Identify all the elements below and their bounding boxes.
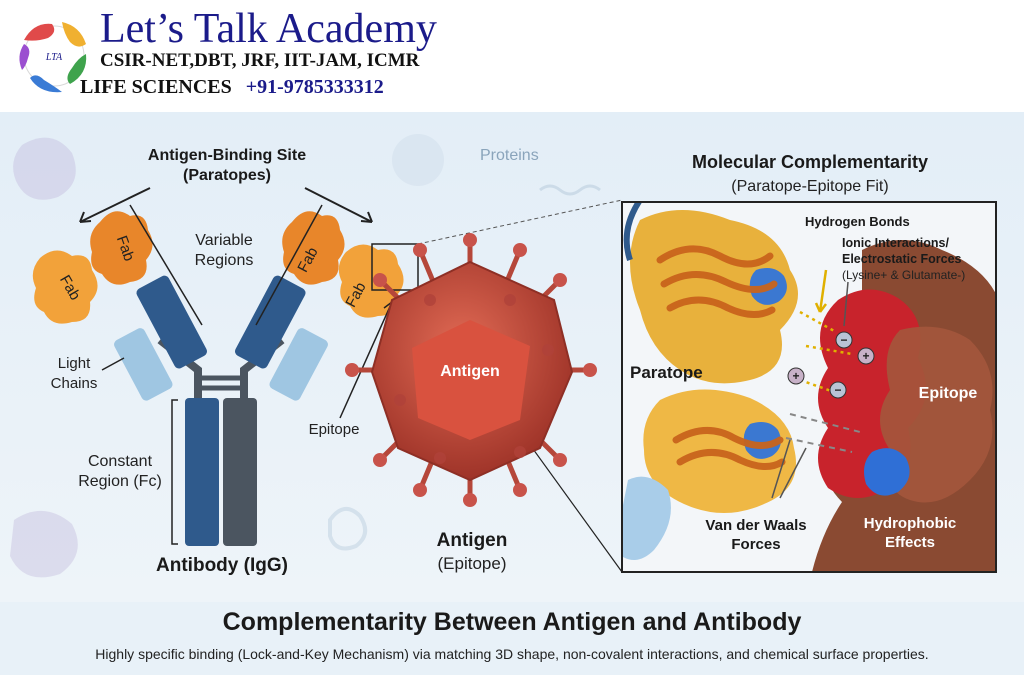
light-chains-line2: Chains <box>51 375 98 392</box>
ionic-line2: Electrostatic Forces <box>842 252 962 266</box>
constant-bracket <box>171 399 178 545</box>
vdw-lines <box>785 413 861 453</box>
heavy-chain-right <box>235 275 306 369</box>
variable-regions-line1: Variable <box>195 232 253 249</box>
academy-logo: LTA <box>19 22 87 93</box>
negative-charge-icon <box>835 331 853 349</box>
constant-region-line1: Constant <box>88 453 153 470</box>
background-cell-icon <box>13 137 76 200</box>
svg-text:+: + <box>792 369 799 383</box>
light-chain-surface <box>623 476 671 560</box>
logo-text: LTA <box>45 52 63 63</box>
beta-sheet-ribbons <box>656 245 786 470</box>
background-cells <box>10 134 601 578</box>
protein-ribbon-icon <box>328 507 368 551</box>
complementarity-inset: − + + − Hydrogen Bonds Ionic Interaction… <box>621 201 997 573</box>
hydrophobic-patch <box>864 448 910 496</box>
fc-heavy-chain-left <box>185 398 219 546</box>
hydrophobic-line2: Effects <box>885 534 935 551</box>
fc-heavy-chain-right <box>223 398 257 546</box>
antigen-label: Antigen <box>437 530 508 551</box>
fab-domain-right-lower <box>338 244 404 318</box>
academy-title: Let’s Talk Academy <box>100 6 437 52</box>
fab-domain-right-upper <box>282 211 345 285</box>
variable-regions-line2: Regions <box>195 252 254 269</box>
ionic-line3: (Lysine+ & Glutamate-) <box>842 268 965 282</box>
variable-bracket-left <box>129 204 203 326</box>
hydrogen-bond-lines <box>799 310 853 394</box>
header: LTA Let’s Talk Academy CSIR-NET,DBT, JRF… <box>0 0 1024 112</box>
light-chain-left <box>114 328 173 401</box>
svg-text:−: − <box>834 383 841 397</box>
epitope-zoom-box <box>371 243 419 291</box>
negative-charge-icon-2 <box>829 381 847 399</box>
ionic-arrow <box>843 281 849 327</box>
light-chains-line1: Light <box>58 355 91 372</box>
antigen-virus: Antigen <box>345 233 597 507</box>
phone-number[interactable]: +91-9785333312 <box>245 76 384 98</box>
hydrogen-bonds-label: Hydrogen Bonds <box>805 214 910 229</box>
proteins-label: Proteins <box>480 147 539 164</box>
epitope-inset-label: Epitope <box>919 385 978 402</box>
arrowhead-right-icon <box>360 211 373 223</box>
svg-text:+: + <box>862 349 869 363</box>
vdw-line2: Forces <box>731 536 780 553</box>
light-chains-pointer <box>101 357 125 371</box>
hydrophobic-line1: Hydrophobic <box>864 515 957 532</box>
footer-title: Complementarity Between Antigen and Anti… <box>222 608 802 636</box>
antibody-right-arm <box>235 275 328 401</box>
heavy-chain-left <box>136 275 207 369</box>
vdw-line1: Van der Waals <box>705 517 806 534</box>
constant-region-line2: Region (Fc) <box>78 473 162 490</box>
diagram-canvas: Proteins Antigen-Binding Site (Paratopes… <box>0 112 1024 602</box>
arrow-left-paratope <box>79 187 151 223</box>
antibody-left-arm <box>114 275 207 401</box>
subject-text: LIFE SCIENCES <box>80 76 232 98</box>
arrow-right-paratope <box>304 187 373 223</box>
footer-subtitle: Highly specific binding (Lock-and-Key Me… <box>95 646 929 662</box>
arrowhead-left-icon <box>79 211 92 223</box>
antigen-center-label: Antigen <box>440 363 500 380</box>
fab-domain-left-upper <box>90 211 153 285</box>
binding-site-title: Antigen-Binding Site <box>148 147 306 164</box>
antigen-sub-label: (Epitope) <box>438 554 507 573</box>
inset-subtitle: (Paratope-Epitope Fit) <box>731 178 888 195</box>
vdw-arrows <box>771 439 807 499</box>
hydrogen-arrow <box>818 269 828 313</box>
subject-contact: LIFE SCIENCES +91-9785333312 <box>80 76 384 99</box>
binding-site-sub: (Paratopes) <box>183 167 271 184</box>
hydrogen-arrowhead-icon <box>814 302 827 313</box>
epitope-pointer <box>339 301 393 419</box>
exam-list: CSIR-NET,DBT, JRF, IIT-JAM, ICMR <box>100 50 420 71</box>
ionic-line1: Ionic Interactions/ <box>842 236 949 250</box>
positive-charge-icon-2 <box>787 367 805 385</box>
variable-bracket-right <box>255 204 323 326</box>
positive-charge-icon <box>857 347 875 365</box>
epitope-label: Epitope <box>309 421 360 438</box>
protein-squiggle-icon <box>539 184 601 196</box>
fab-domain-left-lower <box>32 250 98 324</box>
background-virus-icon <box>392 134 444 186</box>
light-chain-right <box>269 328 328 401</box>
inset-title: Molecular Complementarity <box>692 152 928 172</box>
paratope-label: Paratope <box>630 363 703 382</box>
background-cell-icon-2 <box>10 510 78 578</box>
antibody-label: Antibody (IgG) <box>156 555 288 576</box>
svg-text:−: − <box>840 333 847 347</box>
